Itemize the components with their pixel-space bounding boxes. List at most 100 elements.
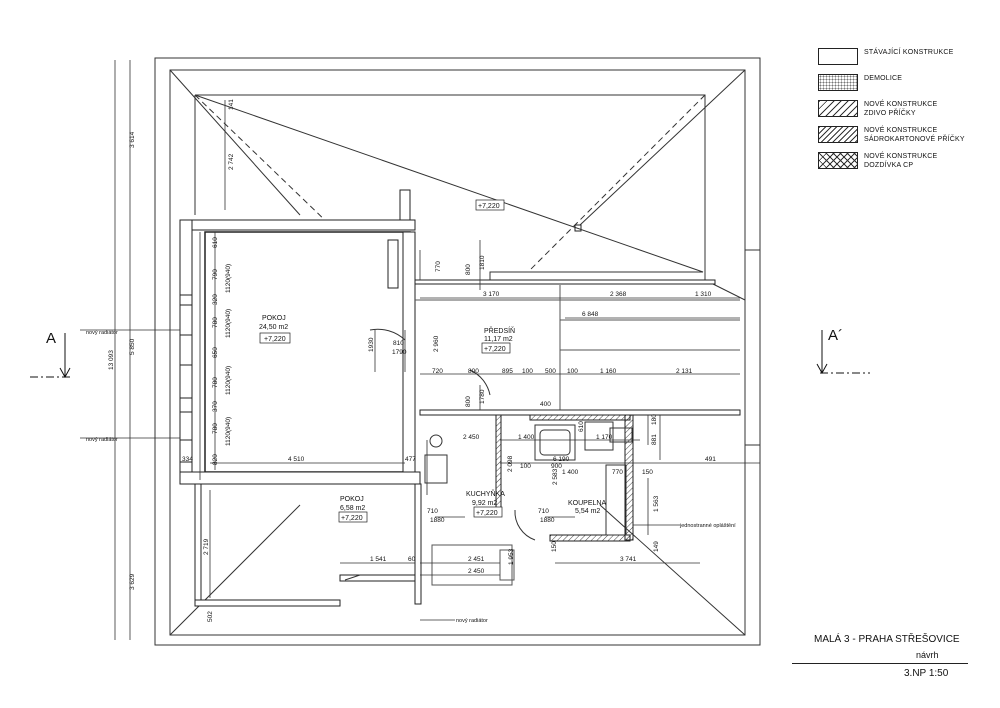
legend-label-drywall: NOVÉ KONSTRUKCE bbox=[864, 127, 938, 134]
dim-left-top: 3 614 bbox=[129, 131, 136, 148]
dim-4510: 4 510 bbox=[288, 456, 305, 463]
dim-334: 334 bbox=[182, 456, 193, 463]
legend-label-infill-2: DOZDÍVKA CP bbox=[864, 162, 914, 169]
room-pokoj-big-level: +7,220 bbox=[264, 336, 286, 343]
legend-label-masonry-wrap: NOVÉ KONSTRUKCE ZDIVO PŘÍČKY bbox=[864, 100, 937, 118]
dim-150b: 150 bbox=[551, 541, 558, 552]
dim-1120d: 1120(940) bbox=[225, 417, 232, 446]
dim-610b: 610 bbox=[578, 421, 585, 432]
dim-370: 370 bbox=[212, 401, 219, 412]
dim-149: 149 bbox=[653, 541, 660, 552]
legend-swatch-drywall bbox=[818, 126, 858, 143]
dim-790: 790 bbox=[212, 269, 219, 280]
dim-2719: 2 719 bbox=[203, 538, 210, 555]
dim-1780: 1780 bbox=[479, 389, 486, 404]
legend: STÁVAJÍCÍ KONSTRUKCE DEMOLICE NOVÉ KONST… bbox=[818, 46, 994, 176]
legend-item-existing: STÁVAJÍCÍ KONSTRUKCE bbox=[818, 46, 994, 72]
section-label-left: A bbox=[46, 330, 57, 347]
dim-2098: 2 098 bbox=[507, 455, 514, 472]
dim-500: 500 bbox=[545, 368, 556, 375]
legend-label-masonry: NOVÉ KONSTRUKCE bbox=[864, 101, 938, 108]
legend-swatch-demolition bbox=[818, 74, 858, 91]
dim-2742: 2 742 bbox=[228, 153, 235, 170]
dim-2131: 2 131 bbox=[676, 368, 693, 375]
floor-scale: 3.NP 1:50 bbox=[904, 668, 949, 679]
dim-502: 502 bbox=[207, 611, 214, 622]
dim-100b: 100 bbox=[567, 368, 578, 375]
legend-label-drywall-wrap: NOVÉ KONSTRUKCE SÁDROKARTONOVÉ PŘÍČKY bbox=[864, 126, 965, 144]
legend-swatch-masonry bbox=[818, 100, 858, 117]
room-labels: POKOJ 24,50 m2 +7,220 PŘEDSÍŇ 11,17 m2 +… bbox=[259, 199, 606, 523]
dim-1400b: 1 400 bbox=[562, 469, 579, 476]
dim-720: 720 bbox=[432, 368, 443, 375]
dim-650: 650 bbox=[212, 347, 219, 358]
legend-label-infill: NOVÉ KONSTRUKCE bbox=[864, 153, 938, 160]
dim-780a: 780 bbox=[212, 317, 219, 328]
note-radiator-1: nový radiátor bbox=[86, 330, 118, 336]
dim-1563: 1 563 bbox=[653, 495, 660, 512]
legend-item-masonry: NOVÉ KONSTRUKCE ZDIVO PŘÍČKY bbox=[818, 98, 994, 124]
room-predsin-level: +7,220 bbox=[484, 346, 506, 353]
dim-2960: 2 960 bbox=[433, 335, 440, 352]
section-label-right: A´ bbox=[828, 327, 843, 344]
legend-label-drywall-2: SÁDROKARTONOVÉ PŘÍČKY bbox=[864, 136, 965, 143]
dim-895: 895 bbox=[502, 368, 513, 375]
dim-610: 610 bbox=[212, 237, 219, 248]
legend-item-demolition: DEMOLICE bbox=[818, 72, 994, 98]
dim-6848: 6 848 bbox=[582, 311, 599, 318]
room-kuchyne-area: 9,92 m2 bbox=[472, 500, 497, 507]
dim-800b: 800 bbox=[468, 368, 479, 375]
dim-2368: 2 368 bbox=[610, 291, 627, 298]
room-koupelna-area: 5,54 m2 bbox=[575, 508, 600, 515]
dim-1880a: 1880 bbox=[430, 517, 445, 524]
dim-1400a: 1 400 bbox=[518, 434, 535, 441]
dim-780b: 780 bbox=[212, 377, 219, 388]
section-marker-left bbox=[30, 333, 71, 379]
dim-150: 150 bbox=[642, 469, 653, 476]
dim-1880b: 1880 bbox=[540, 517, 555, 524]
note-labels: nový radiátor nový radiátor nový radiáto… bbox=[86, 330, 736, 624]
legend-item-drywall: NOVÉ KONSTRUKCE SÁDROKARTONOVÉ PŘÍČKY bbox=[818, 124, 994, 150]
note-radiator-3: nový radiátor bbox=[456, 618, 488, 624]
roof-outline bbox=[154, 57, 761, 646]
dim-141: 141 bbox=[228, 99, 235, 110]
dim-1120b: 1120(940) bbox=[225, 309, 232, 338]
legend-label-demolition: DEMOLICE bbox=[864, 75, 903, 82]
room-koupelna-name: KOUPELNA bbox=[568, 500, 606, 507]
dim-710a: 710 bbox=[427, 508, 438, 515]
dim-2450b: 2 450 bbox=[468, 568, 485, 575]
dim-180: 180 bbox=[651, 414, 658, 425]
walls bbox=[179, 189, 741, 607]
dim-left-mid: 5 850 bbox=[129, 338, 136, 355]
dim-left-total: 13 093 bbox=[108, 350, 115, 370]
room-pokoj-big-name: POKOJ bbox=[262, 315, 286, 322]
room-pokoj-small-name: POKOJ bbox=[340, 496, 364, 503]
dim-491: 491 bbox=[705, 456, 716, 463]
dim-780c: 780 bbox=[212, 423, 219, 434]
dim-2451: 2 451 bbox=[468, 556, 485, 563]
title-divider bbox=[792, 663, 968, 664]
dim-710b: 710 bbox=[538, 508, 549, 515]
dim-60: 60 bbox=[408, 556, 416, 563]
dim-1810: 1810 bbox=[479, 255, 486, 270]
legend-swatch-infill bbox=[818, 152, 858, 169]
dim-2450a: 2 450 bbox=[463, 434, 480, 441]
dim-320: 320 bbox=[212, 294, 219, 305]
dim-100a: 100 bbox=[522, 368, 533, 375]
dim-left-bot: 3 629 bbox=[129, 573, 136, 590]
dim-800a: 800 bbox=[465, 264, 472, 275]
drawing-title: MALÁ 3 - PRAHA STŘEŠOVICE bbox=[814, 634, 960, 645]
room-pokoj-big-area: 24,50 m2 bbox=[259, 324, 288, 331]
dim-900: 900 bbox=[551, 463, 562, 470]
dim-881: 881 bbox=[651, 434, 658, 445]
legend-label-infill-wrap: NOVÉ KONSTRUKCE DOZDÍVKA CP bbox=[864, 152, 937, 170]
room-pokoj-small-level: +7,220 bbox=[341, 515, 363, 522]
dim-800c: 800 bbox=[465, 396, 472, 407]
dim-1930: 1930 bbox=[368, 337, 375, 352]
room-pokoj-small-area: 6,58 m2 bbox=[340, 505, 365, 512]
note-radiator-2: nový radiátor bbox=[86, 437, 118, 443]
dim-400: 400 bbox=[540, 401, 551, 408]
dim-1120c: 1120(940) bbox=[225, 366, 232, 395]
drawing-subtitle: návrh bbox=[916, 650, 939, 660]
